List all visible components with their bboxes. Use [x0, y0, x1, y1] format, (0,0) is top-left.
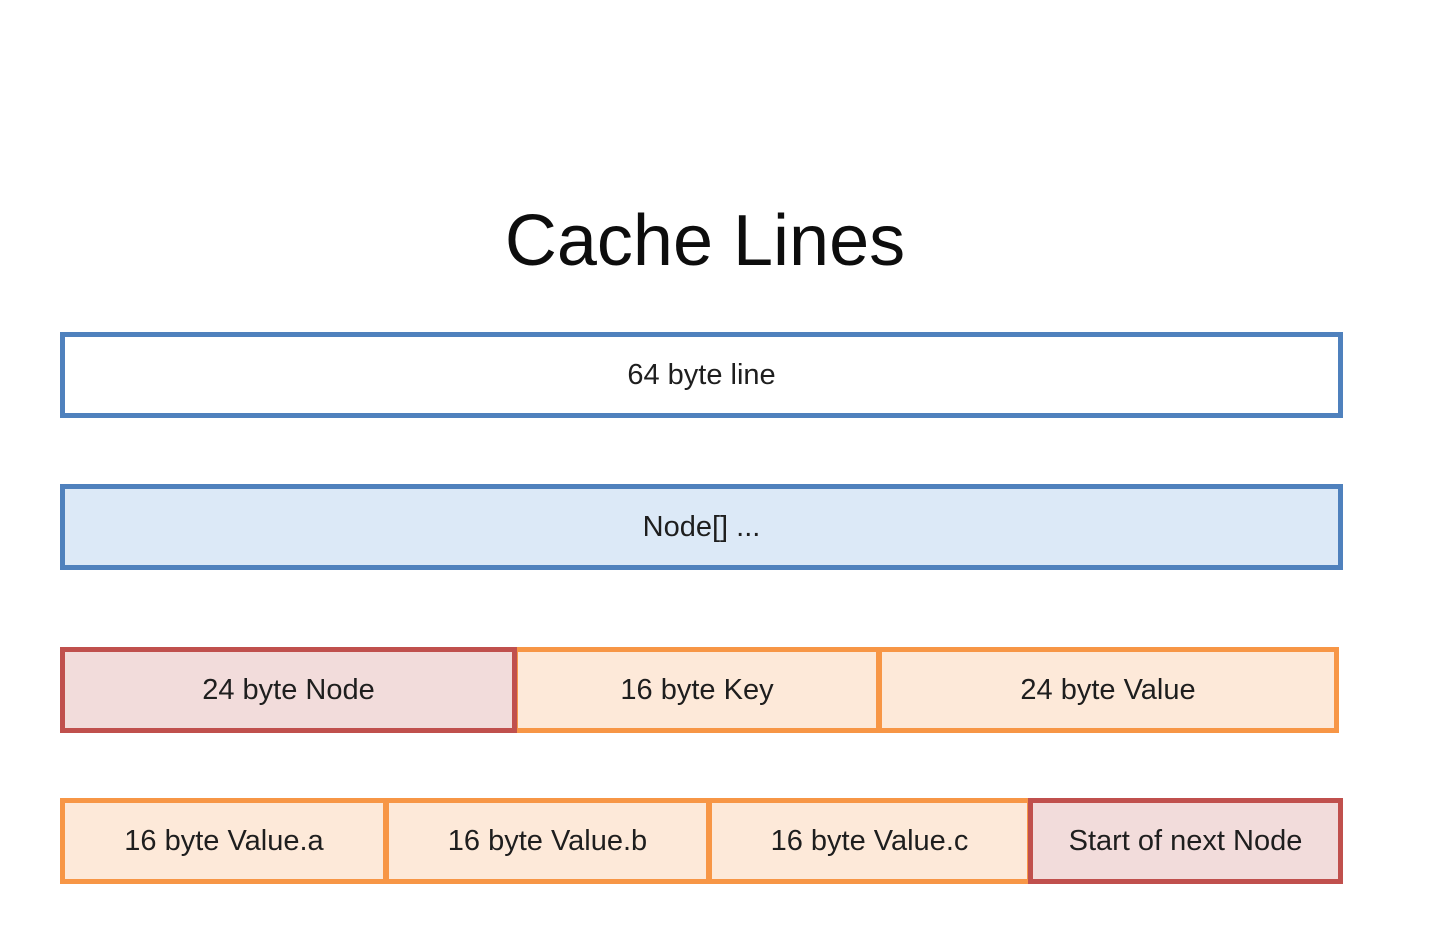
- value-b-label: 16 byte Value.b: [447, 824, 648, 857]
- next-node-block: Start of next Node: [1028, 798, 1343, 884]
- node-array-label: Node[] ...: [642, 510, 761, 543]
- node-layout-row-1: 24 byte Node 16 byte Key 24 byte Value: [60, 647, 1343, 733]
- node-header-block: 24 byte Node: [60, 647, 517, 733]
- node-array-row: Node[] ...: [60, 484, 1343, 570]
- value-c-label: 16 byte Value.c: [770, 824, 969, 857]
- value-a-block: 16 byte Value.a: [60, 798, 388, 884]
- slide-title: Cache Lines: [504, 201, 906, 281]
- node-header-label: 24 byte Node: [202, 673, 375, 706]
- node-array-box: Node[] ...: [60, 484, 1343, 570]
- cache-line-box: 64 byte line: [60, 332, 1343, 418]
- key-label: 16 byte Key: [620, 673, 774, 706]
- cache-line-label: 64 byte line: [627, 358, 776, 391]
- key-block: 16 byte Key: [513, 647, 881, 733]
- value-c-block: 16 byte Value.c: [707, 798, 1032, 884]
- cache-line-64-byte: 64 byte line: [60, 332, 1343, 418]
- value-a-label: 16 byte Value.a: [124, 824, 324, 857]
- value-label: 24 byte Value: [1020, 673, 1196, 706]
- node-layout-row-2: 16 byte Value.a 16 byte Value.b 16 byte …: [60, 798, 1343, 884]
- next-node-label: Start of next Node: [1068, 824, 1303, 857]
- value-block: 24 byte Value: [877, 647, 1339, 733]
- value-b-block: 16 byte Value.b: [384, 798, 711, 884]
